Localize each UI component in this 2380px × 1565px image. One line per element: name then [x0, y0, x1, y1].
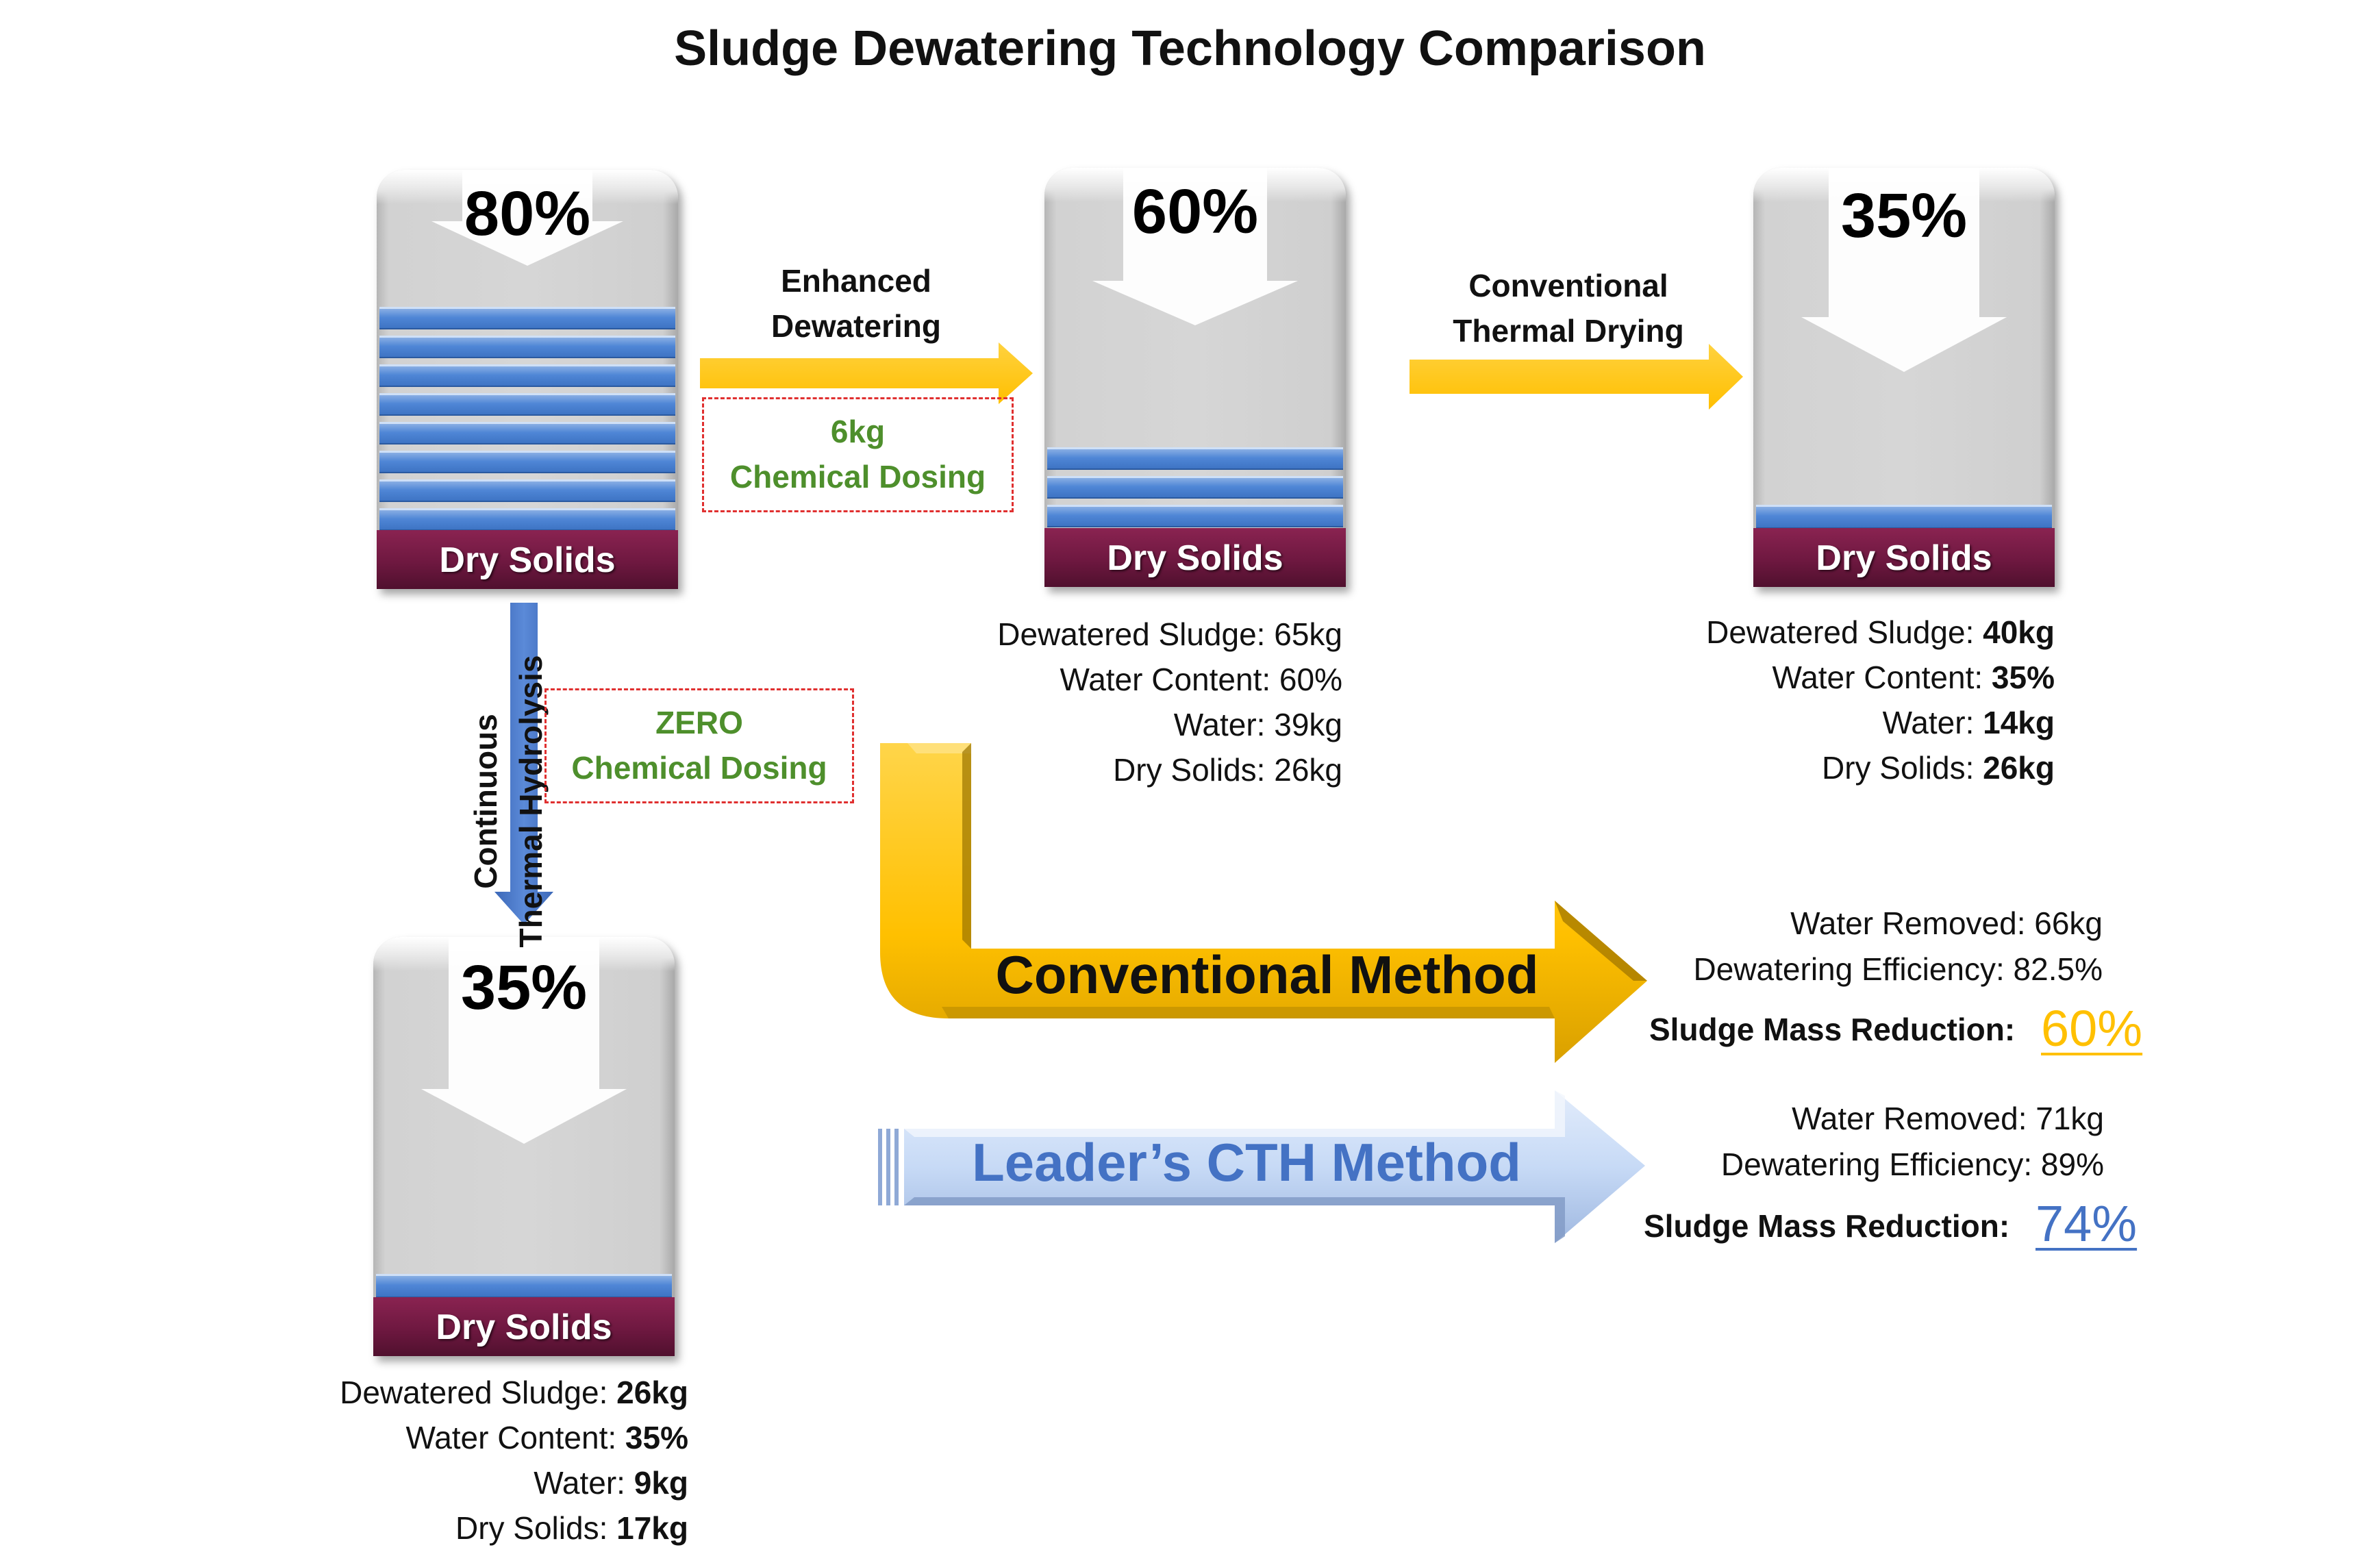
water-percent: 35% — [1840, 181, 1968, 251]
conventional-method-label: Conventional Method — [995, 944, 1539, 1005]
info-line: Water: 14kg — [1882, 705, 2055, 740]
info-line: Water: 39kg — [1173, 707, 1342, 742]
dry-solids-label: Dry Solids — [1753, 528, 2055, 587]
water-percent: 35% — [460, 953, 588, 1023]
page-title: Sludge Dewatering Technology Comparison — [674, 21, 1706, 76]
cth-down-arrow — [494, 603, 553, 925]
down-arrow-icon — [431, 170, 623, 266]
step-thermal-drying-label: Conventional Thermal Drying — [1425, 263, 1712, 353]
conventional-efficiency: Dewatering Efficiency: 82.5% — [1693, 951, 2103, 987]
enhanced-dewatering-arrow — [700, 342, 1033, 404]
cth-reduction-value: 74% — [2035, 1195, 2138, 1252]
step-label-line: Thermal Drying — [1453, 313, 1684, 349]
cth-efficiency: Dewatering Efficiency: 89% — [1720, 1147, 2104, 1182]
step-label-line: Enhanced — [781, 263, 931, 299]
cth-method-label: Leader’s CTH Method — [972, 1132, 1521, 1192]
dosing-label: Chemical Dosing — [729, 459, 986, 494]
tank-initial: Dry Solids 80% — [377, 170, 678, 589]
info-line: Dewatered Sludge: 65kg — [997, 616, 1342, 652]
info-line: Dry Solids: 26kg — [1113, 752, 1342, 788]
info-conventional-final: Dewatered Sludge: 40kg Water Content: 35… — [1575, 610, 2055, 790]
info-line: Dry Solids: 26kg — [1821, 750, 2055, 786]
info-conventional-mid: Dewatered Sludge: 65kg Water Content: 60… — [877, 612, 1342, 792]
tank-cth-final: Dry Solids 35% — [373, 937, 675, 1356]
step-label-line: Continuous — [468, 714, 503, 889]
tank-conventional-final: Dry Solids 35% — [1753, 168, 2055, 587]
info-line: Water Content: 35% — [1772, 660, 2055, 695]
conventional-method-arrow — [880, 743, 1647, 1063]
dosing-amount: ZERO — [655, 705, 743, 740]
info-line: Dewatered Sludge: 26kg — [340, 1375, 688, 1410]
conventional-reduction-label: Sludge Mass Reduction: — [1649, 1012, 2016, 1047]
conventional-reduction-value: 60% — [2041, 1000, 2143, 1057]
info-line: Dewatered Sludge: 40kg — [1706, 614, 2055, 650]
info-line: Dry Solids: 17kg — [455, 1510, 688, 1546]
tank-conventional-mid: Dry Solids 60% — [1044, 168, 1346, 587]
conventional-water-removed: Water Removed: 66kg — [1790, 905, 2103, 941]
water-percent: 60% — [1131, 177, 1259, 247]
cth-dosing-box: ZERO Chemical Dosing — [544, 688, 854, 803]
info-line: Water: 9kg — [534, 1465, 688, 1501]
down-arrow-icon — [1092, 168, 1298, 325]
step-label-line: Conventional — [1468, 268, 1668, 303]
down-arrow-icon — [1801, 168, 2007, 372]
enhanced-dosing-box: 6kg Chemical Dosing — [702, 397, 1014, 512]
thermal-drying-arrow — [1410, 344, 1743, 410]
info-cth-final: Dewatered Sludge: 26kg Water Content: 35… — [205, 1370, 688, 1551]
dry-solids-label: Dry Solids — [377, 530, 678, 589]
water-percent: 80% — [464, 179, 591, 249]
cth-water-removed: Water Removed: 71kg — [1792, 1101, 2104, 1136]
dosing-label: Chemical Dosing — [571, 750, 827, 786]
info-line: Water Content: 60% — [1060, 662, 1342, 697]
dry-solids-label: Dry Solids — [373, 1297, 675, 1356]
info-line: Water Content: 35% — [405, 1420, 688, 1455]
cth-method-arrow — [878, 1090, 1645, 1243]
dosing-amount: 6kg — [830, 414, 886, 449]
down-arrow-icon — [421, 937, 627, 1144]
dry-solids-label: Dry Solids — [1044, 528, 1346, 587]
step-enhanced-label: Enhanced Dewatering — [726, 258, 986, 349]
cth-reduction-label: Sludge Mass Reduction: — [1644, 1208, 2010, 1244]
step-label-line: Dewatering — [771, 308, 941, 344]
